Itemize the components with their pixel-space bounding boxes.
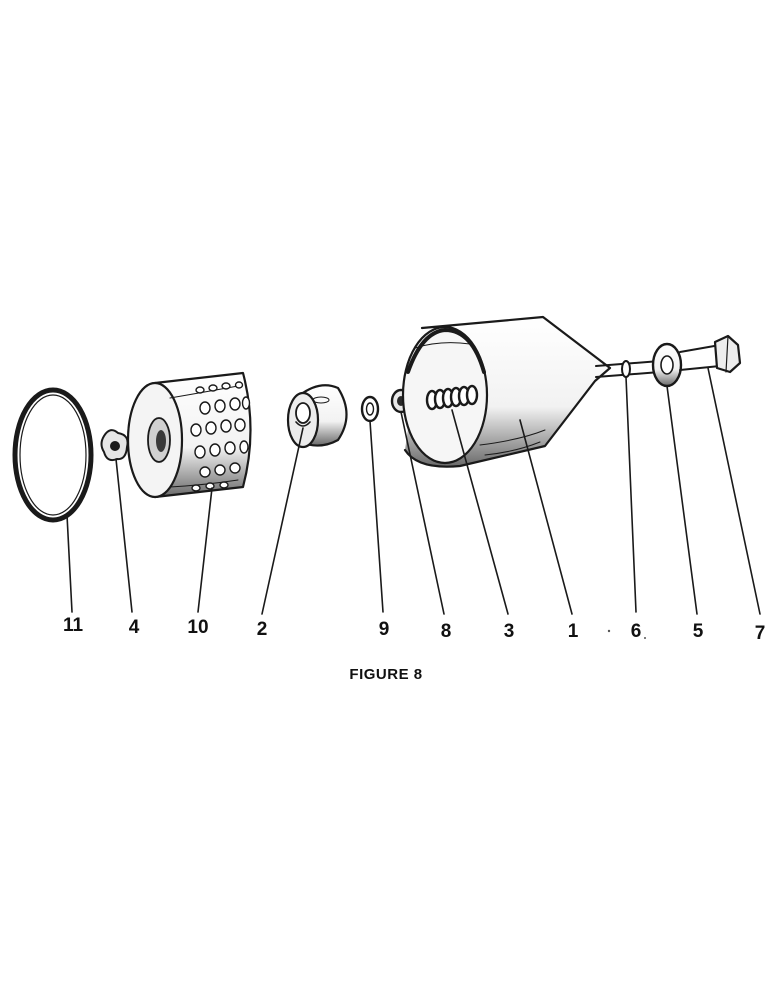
centre-bolt-shaft-part [595, 360, 661, 378]
part-label-5: 5 [692, 621, 704, 642]
figure-caption: FIGURE 8 [349, 666, 423, 683]
part-label-4: 4 [128, 617, 140, 638]
part-label-1: 1 [567, 621, 579, 642]
part-label-2: 2 [256, 619, 268, 640]
leader-lines [66, 367, 761, 615]
part-label-11: 11 [62, 615, 84, 636]
part-label-6: 6 [630, 621, 642, 642]
bolt-washer-part [651, 342, 683, 388]
small-washer-part [360, 395, 380, 423]
small-seal-part [100, 429, 129, 462]
part-label-3: 3 [503, 621, 515, 642]
part-label-7: 7 [754, 623, 766, 644]
part-label-10: 10 [187, 617, 209, 638]
spring-part [425, 384, 479, 411]
filter-element-part [126, 371, 252, 499]
part-label-8: 8 [440, 621, 452, 642]
sealing-ring-part [12, 387, 94, 523]
bolt-head-part [679, 334, 742, 374]
scan-noise [607, 629, 646, 639]
part-label-9: 9 [378, 619, 390, 640]
pressure-plate-part [286, 384, 348, 449]
